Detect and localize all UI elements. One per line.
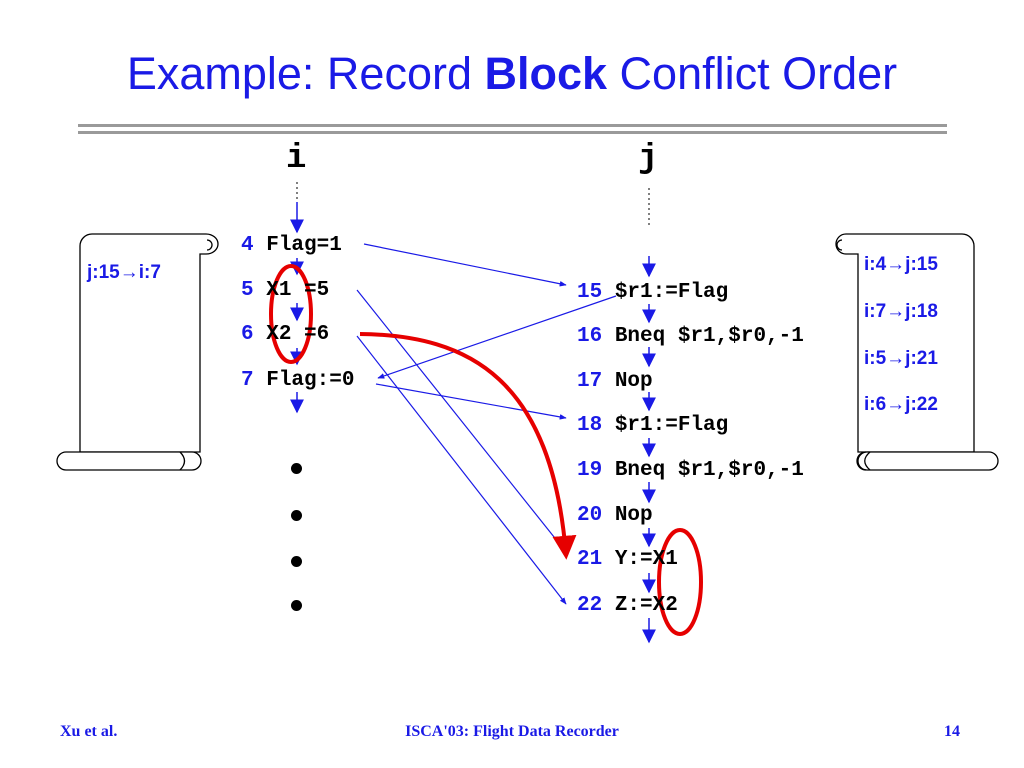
right-scroll-entry: i:4→j:15 bbox=[864, 254, 938, 275]
ellipsis-dot bbox=[291, 556, 302, 567]
right-scroll-entry: i:6→j:22 bbox=[864, 394, 938, 415]
title-rule-top bbox=[78, 124, 947, 127]
dep-7-to-18 bbox=[375, 383, 567, 420]
code-i-line-6: 6 X2 =6 bbox=[241, 323, 330, 346]
code-i-line-5: 5 X1 =5 bbox=[241, 279, 330, 302]
code-i-line-7: 7 Flag:=0 bbox=[241, 369, 355, 392]
ellipsis-dot bbox=[291, 600, 302, 611]
right-scroll-entry: i:7→j:18 bbox=[864, 301, 938, 322]
right-scroll-icon bbox=[835, 233, 999, 471]
dep-4-to-15 bbox=[363, 243, 567, 287]
dep-5-to-21 bbox=[356, 289, 567, 553]
ellipsis-dot bbox=[291, 510, 302, 521]
thread-i-label: i bbox=[286, 140, 307, 178]
dependency-arrows bbox=[356, 243, 617, 605]
thread-j-label: j bbox=[638, 140, 659, 178]
title-rule-bottom bbox=[78, 131, 947, 134]
title-suffix: Conflict Order bbox=[607, 48, 898, 99]
code-j-line-16: 16 Bneq $r1,$r0,-1 bbox=[577, 325, 804, 348]
code-j-line-17: 17 Nop bbox=[577, 370, 653, 393]
footer-author: Xu et al. bbox=[60, 723, 118, 740]
title-bold-word: Block bbox=[484, 48, 608, 99]
code-j-line-20: 20 Nop bbox=[577, 504, 653, 527]
code-j-line-15: 15 $r1:=Flag bbox=[577, 281, 729, 304]
code-j-line-22: 22 Z:=X2 bbox=[577, 594, 678, 617]
red-conflict-arrow bbox=[359, 332, 577, 560]
ellipsis-dot bbox=[291, 463, 302, 474]
code-j-line-18: 18 $r1:=Flag bbox=[577, 414, 729, 437]
code-j-line-19: 19 Bneq $r1,$r0,-1 bbox=[577, 459, 804, 482]
right-scroll-entry: i:5→j:21 bbox=[864, 348, 938, 369]
left-scroll-entry: j:15→i:7 bbox=[87, 262, 161, 283]
slide-title: Example: Record Block Conflict Order bbox=[0, 44, 1024, 104]
footer-venue: ISCA'03: Flight Data Recorder bbox=[405, 723, 619, 740]
left-scroll-icon bbox=[56, 233, 219, 471]
highlight-ellipse-j bbox=[657, 528, 703, 636]
code-j-line-21: 21 Y:=X1 bbox=[577, 548, 678, 571]
highlight-ellipse-i bbox=[269, 264, 313, 364]
dep-15-to-7 bbox=[377, 295, 617, 379]
footer-page-number: 14 bbox=[944, 723, 960, 740]
code-i-line-4: 4 Flag=1 bbox=[241, 234, 342, 257]
title-prefix: Example: Record bbox=[126, 48, 485, 99]
dep-6-to-22 bbox=[356, 335, 567, 605]
